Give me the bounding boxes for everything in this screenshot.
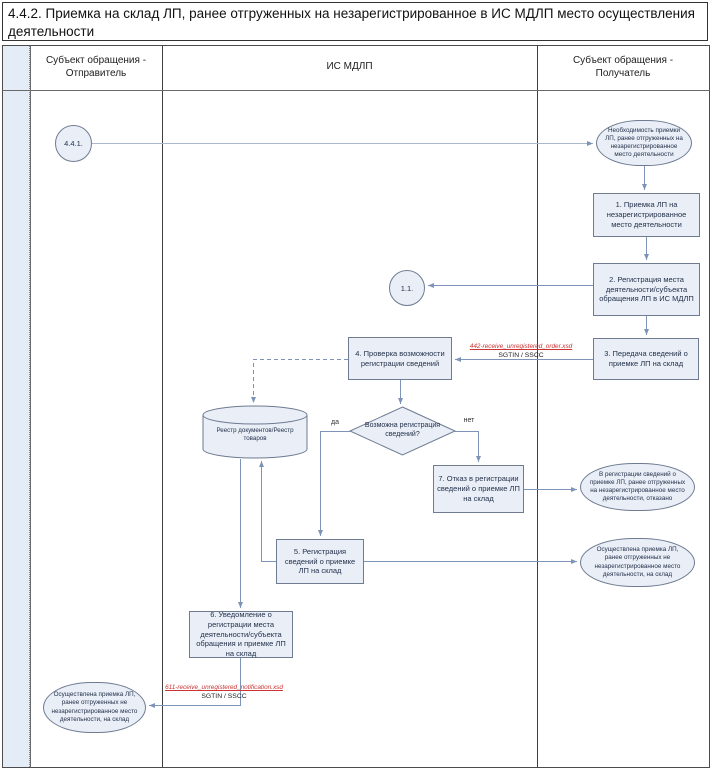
datastore-cylinder-shape <box>202 405 308 459</box>
datastore-registry-label: Реестр документов/Реестр товаров <box>216 426 294 442</box>
swimlane-grid <box>2 45 710 768</box>
message-611-codes: SGTIN / SSCC <box>201 692 247 700</box>
activity-6-notify: 6. Уведомление о регистрации места деяте… <box>189 610 293 658</box>
lane-header-system: ИС МДЛП <box>326 61 373 73</box>
lane-header-sender: Субъект обращения - Отправитель <box>45 55 147 79</box>
flow-arrows <box>92 141 649 708</box>
decision-diamond-shape <box>348 406 457 456</box>
event-need-acceptance: Необходимость приемки ЛП, ранее отгружен… <box>596 120 692 166</box>
subprocess-ref-circle: 1.1. <box>389 270 425 306</box>
pool-strip <box>3 45 30 767</box>
decision-label: Возможна регистрация сведений? <box>364 422 441 438</box>
message-442-codes: SGTIN / SSCC <box>498 351 544 359</box>
event-acceptance-done-receiver: Осуществлена приемка ЛП, ранее отгруженн… <box>580 538 695 587</box>
message-label-611: 611-receive_unregistered_notification.xs… <box>160 684 288 702</box>
diagram-title: 4.4.2. Приемка на склад ЛП, ранее отгруж… <box>2 2 708 41</box>
activity-7-refuse: 7. Отказ в регистрации сведений о приемк… <box>433 465 524 513</box>
message-label-442: 442-receive_unregistered_order.xsd SGTIN… <box>460 343 582 361</box>
activity-3-send-info: 3. Передача сведений о приемке ЛП на скл… <box>593 338 699 380</box>
message-442-file: 442-receive_unregistered_order.xsd <box>469 343 573 350</box>
event-acceptance-done-sender: Осуществлена приемка ЛП, ранее отгруженн… <box>43 682 146 733</box>
event-registration-refused: В регистрации сведений о приемке ЛП, ран… <box>580 463 695 511</box>
activity-1-acceptance: 1. Приемка ЛП на незарегистрированное ме… <box>593 193 700 237</box>
activity-4-check: 4. Проверка возможности регистрации свед… <box>348 337 452 380</box>
start-ref-circle: 4.4.1. <box>55 125 92 162</box>
branch-no-label: нет <box>463 416 475 424</box>
activity-5-register: 5. Регистрация сведений о приемке ЛП на … <box>276 539 364 584</box>
lane-header-receiver: Субъект обращения - Получатель <box>572 55 674 79</box>
branch-yes-label: да <box>331 418 339 426</box>
activity-2-registration: 2. Регистрация места деятельности/субъек… <box>593 263 700 316</box>
message-611-file: 611-receive_unregistered_notification.xs… <box>165 684 283 691</box>
